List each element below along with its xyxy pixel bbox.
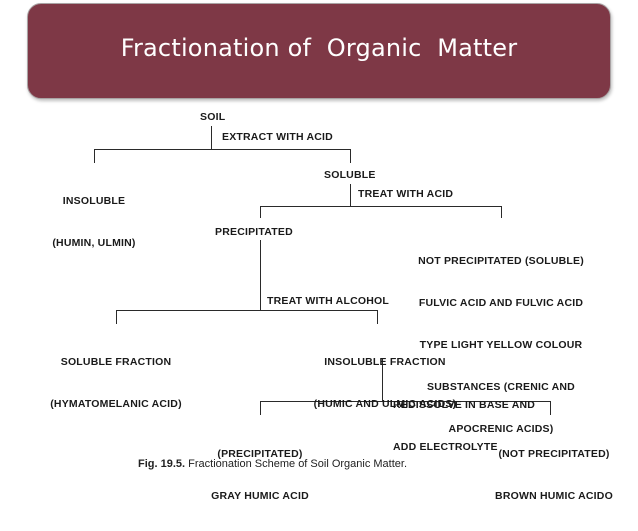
connector-humic-branch (260, 401, 551, 403)
connector-precipitated-down (260, 240, 262, 311)
node-brown-humic-line-1: (NOT PRECIPITATED) (498, 448, 610, 460)
node-not-precipitated-line-4: SUBSTANCES (CRENIC AND (427, 381, 575, 393)
node-insoluble: INSOLUBLE (HUMIN, ULMIN) (44, 166, 144, 278)
connector-insoluble-fraction-down (382, 358, 384, 401)
step-extract-with-acid: EXTRACT WITH ACID (222, 131, 333, 143)
node-soil: SOIL (200, 111, 226, 123)
node-insoluble-fraction-line-1: INSOLUBLE FRACTION (324, 356, 446, 368)
node-soluble-fraction-line-1: SOLUBLE FRACTION (60, 356, 172, 368)
step-redissolve: REDISSOLVE IN BASE AND ADD ELECTROLYTE (393, 370, 535, 482)
node-precipitated: PRECIPITATED (215, 226, 293, 238)
connector-soil-branch (94, 149, 351, 151)
node-not-precipitated-line-2: FULVIC ACID AND FULVIC ACID (418, 297, 584, 309)
connector-insoluble (94, 149, 96, 163)
connector-soil-down (211, 126, 213, 150)
connector-soluble (350, 149, 352, 163)
connector-soluble-branch (260, 206, 502, 208)
node-soluble-fraction-line-2: (HYMATOMELANIC ACID) (50, 398, 182, 410)
node-gray-humic-line-1: (PRECIPITATED) (217, 448, 303, 460)
figure-caption: Fig. 19.5. Fractionation Scheme of Soil … (138, 458, 407, 470)
node-not-precipitated: NOT PRECIPITATED (SOLUBLE) FULVIC ACID A… (396, 226, 606, 464)
connector-gray-humic (260, 401, 262, 415)
node-not-precipitated-line-1: NOT PRECIPITATED (SOLUBLE) (418, 255, 584, 267)
connector-insoluble-fraction (377, 310, 379, 324)
figure-number: Fig. 19.5. (138, 458, 186, 470)
title-banner: Fractionation of Organic Matter (27, 3, 611, 99)
connector-brown-humic (550, 401, 552, 415)
node-insoluble-line-2: (HUMIN, ULMIN) (52, 237, 136, 249)
connector-alcohol-branch (116, 310, 378, 312)
connector-not-precipitated (501, 206, 503, 218)
connector-soluble-down (350, 184, 352, 206)
figure-caption-text: Fractionation Scheme of Soil Organic Mat… (185, 458, 408, 470)
slide-title: Fractionation of Organic Matter (120, 34, 518, 62)
step-treat-with-alcohol: TREAT WITH ALCOHOL (267, 295, 389, 307)
step-treat-with-acid: TREAT WITH ACID (358, 188, 454, 200)
node-insoluble-fraction: INSOLUBLE FRACTION (HUMIC AND ULMIC ACID… (300, 327, 470, 439)
node-insoluble-fraction-line-2: (HUMIC AND ULMIC ACIDS) (313, 398, 457, 410)
node-insoluble-line-1: INSOLUBLE (62, 195, 126, 207)
node-not-precipitated-line-5: APOCRENIC ACIDS) (448, 423, 554, 435)
node-brown-humic-line-2: BROWN HUMIC ACIDO (495, 490, 613, 502)
connector-soluble-fraction (116, 310, 118, 324)
node-gray-humic-acid: (PRECIPITATED) GRAY HUMIC ACID (192, 419, 328, 531)
node-not-precipitated-line-3: TYPE LIGHT YELLOW COLOUR (419, 339, 583, 351)
node-brown-humic-acid: (NOT PRECIPITATED) BROWN HUMIC ACIDO (480, 419, 628, 531)
step-redissolve-line-2: ADD ELECTROLYTE (393, 441, 498, 453)
node-soluble: SOLUBLE (324, 169, 376, 181)
connector-precipitated (260, 206, 262, 218)
node-gray-humic-line-2: GRAY HUMIC ACID (211, 490, 309, 502)
step-redissolve-line-1: REDISSOLVE IN BASE AND (393, 399, 536, 411)
node-soluble-fraction: SOLUBLE FRACTION (HYMATOMELANIC ACID) (40, 327, 192, 439)
